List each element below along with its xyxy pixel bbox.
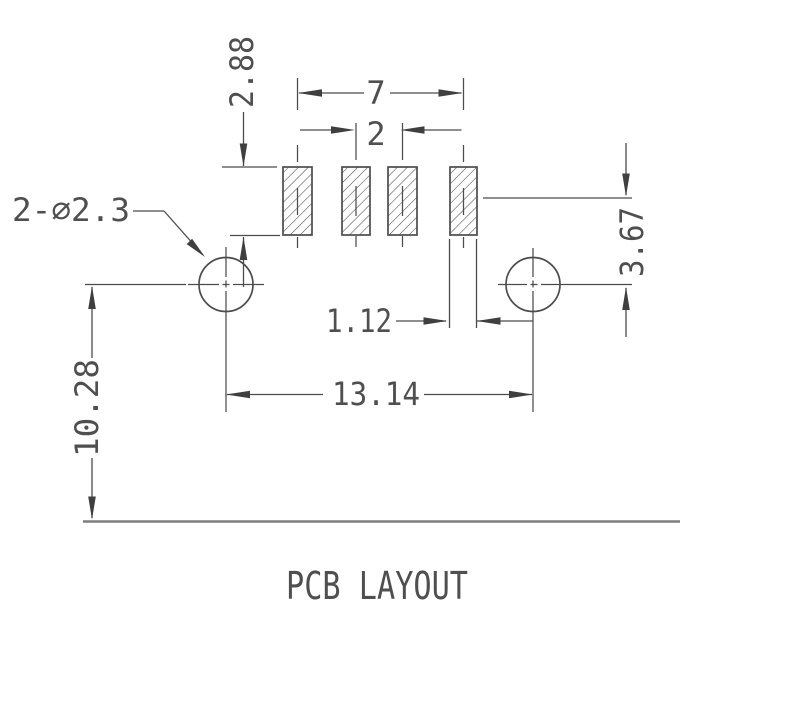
dim-pad-to-hole-label: 3.67 [613,207,651,277]
arrow-left-icon [298,89,322,97]
dim-pad-height: 2.88 [222,36,280,287]
dim-pad-pitch-inner: 2 [300,115,462,153]
dim-pad-span-outer: 7 [298,74,463,112]
hole-callout-label: 2-⌀2.3 [12,191,130,229]
drawing-title: PCB LAYOUT [286,564,468,608]
arrow-left-icon [476,317,501,325]
hole-callout-leader: 2-⌀2.3 [12,191,205,257]
mounting-holes [188,247,632,412]
dim-hole-span: 13.14 [226,375,533,413]
arrow-left-icon [400,126,425,134]
dim-pad-span-outer-label: 7 [366,74,385,112]
dim-pad-pitch-inner-label: 2 [366,115,385,153]
dim-pad-height-label: 2.88 [223,36,261,108]
arrow-right-icon [438,89,463,97]
arrow-leader-icon [186,238,205,257]
dim-pad-width: 1.12 [326,239,533,340]
arrow-right-icon [331,126,355,134]
arrow-right-icon [423,317,448,325]
arrow-left-icon [226,390,250,399]
dim-pad-width-label: 1.12 [326,302,392,340]
arrow-down-icon [239,143,248,167]
dim-hole-to-edge-label: 10.28 [68,359,106,457]
arrow-down-icon [88,496,96,520]
arrow-up-icon [622,287,630,310]
pad-1 [282,166,313,236]
arrow-up-icon [239,237,248,260]
arrow-right-icon [509,390,533,399]
dim-pad-to-hole: 3.67 [483,143,651,337]
arrow-down-icon [622,173,630,197]
dim-hole-span-label: 13.14 [332,375,420,413]
dim-hole-to-edge: 10.28 [68,283,186,520]
solder-pads [282,78,478,248]
arrow-up-icon [88,286,96,309]
